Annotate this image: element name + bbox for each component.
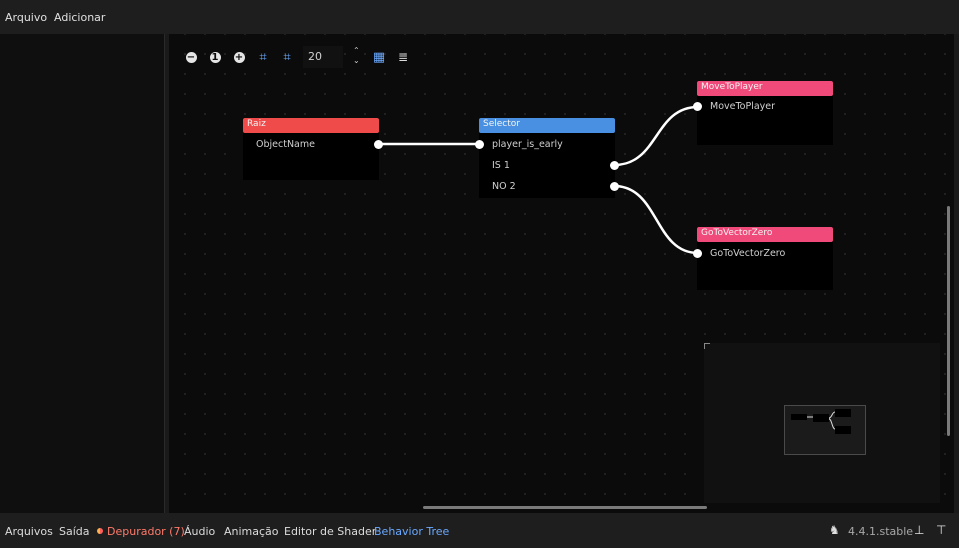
port-label: MoveToPlayer bbox=[710, 101, 776, 112]
port-label: ObjectName bbox=[256, 139, 315, 150]
minimap-node bbox=[835, 409, 851, 417]
minimap-node bbox=[791, 414, 807, 420]
tab-depurador-label: Depurador (7) bbox=[107, 525, 185, 538]
node-title: Selector bbox=[479, 118, 615, 133]
minimap-viewport[interactable] bbox=[784, 405, 866, 455]
node-title: GoToVectorZero bbox=[697, 227, 833, 242]
minimap-node bbox=[835, 426, 851, 434]
bottom-panel-tabs: Arquivos Saída Depurador (7) Áudio Anima… bbox=[0, 513, 959, 548]
tab-behavior-tree[interactable]: Behavior Tree bbox=[374, 525, 450, 538]
tab-audio[interactable]: Áudio bbox=[184, 525, 216, 538]
output-port[interactable] bbox=[610, 182, 619, 191]
node-title: Raiz bbox=[243, 118, 379, 133]
zoom-out-icon[interactable]: − bbox=[185, 51, 197, 63]
port-label: player_is_early bbox=[492, 139, 563, 150]
expand-panel-icon[interactable]: ⊤ bbox=[936, 523, 947, 537]
tab-animacao[interactable]: Animação bbox=[224, 525, 279, 538]
wire-is1-movetoplayer bbox=[613, 105, 699, 167]
node-movetoplayer[interactable]: MoveToPlayer MoveToPlayer bbox=[693, 81, 833, 145]
menu-adicionar[interactable]: Adicionar bbox=[54, 11, 106, 24]
minimap-toggle-icon[interactable]: ▦ bbox=[372, 49, 386, 65]
node-gotovectorzero[interactable]: GoToVectorZero GoToVectorZero bbox=[693, 227, 833, 290]
tab-arquivos[interactable]: Arquivos bbox=[5, 525, 53, 538]
grid-toggle-icon[interactable]: ⌗ bbox=[259, 49, 267, 65]
debugger-status-icon bbox=[97, 528, 103, 534]
minimap-resize-handle[interactable] bbox=[704, 343, 710, 349]
tab-editor-de-shader[interactable]: Editor de Shader bbox=[284, 525, 377, 538]
node-raiz[interactable]: Raiz ObjectName bbox=[243, 118, 383, 180]
input-port[interactable] bbox=[475, 140, 484, 149]
port-label: IS 1 bbox=[492, 160, 510, 171]
panel-splitter[interactable] bbox=[165, 34, 169, 513]
tab-saida[interactable]: Saída bbox=[59, 525, 90, 538]
input-port[interactable] bbox=[693, 249, 702, 258]
snap-toggle-icon[interactable]: ⌗ bbox=[283, 49, 291, 65]
vertical-scrollbar-thumb[interactable] bbox=[947, 206, 950, 436]
graph-editor[interactable]: − 1 + ⌗ ⌗ 20 ⌃⌄ ▦ ≣ Raiz ObjectName Sele… bbox=[169, 34, 954, 513]
output-port[interactable] bbox=[610, 161, 619, 170]
node-selector[interactable]: Selector player_is_early IS 1 NO 2 bbox=[475, 118, 619, 198]
left-panel bbox=[0, 34, 165, 513]
horizontal-scrollbar-thumb[interactable] bbox=[423, 506, 707, 509]
connection-wires bbox=[379, 105, 699, 255]
minimap[interactable] bbox=[704, 343, 940, 503]
output-port[interactable] bbox=[374, 140, 383, 149]
port-label: GoToVectorZero bbox=[710, 248, 786, 259]
pin-icon[interactable]: ⊥ bbox=[914, 523, 925, 537]
input-port[interactable] bbox=[693, 102, 702, 111]
arrange-nodes-icon[interactable]: ≣ bbox=[397, 50, 409, 64]
minimap-node bbox=[813, 414, 829, 422]
zoom-reset-icon[interactable]: 1 bbox=[207, 49, 223, 65]
wire-no2-gotovectorzero bbox=[613, 184, 699, 255]
zoom-in-icon[interactable]: + bbox=[233, 51, 245, 63]
node-title: MoveToPlayer bbox=[697, 81, 833, 96]
godot-icon: ♞ bbox=[829, 523, 840, 537]
port-label: NO 2 bbox=[492, 181, 516, 192]
menu-bar: Arquivo Adicionar bbox=[0, 0, 959, 34]
tab-depurador[interactable]: Depurador (7) bbox=[97, 525, 185, 538]
minimap-wires bbox=[807, 411, 836, 430]
version-label: 4.4.1.stable bbox=[848, 525, 914, 538]
snap-distance-field[interactable]: 20 bbox=[303, 46, 343, 68]
menu-arquivo[interactable]: Arquivo bbox=[5, 11, 48, 24]
snap-stepper-icon[interactable]: ⌃⌄ bbox=[353, 46, 360, 65]
